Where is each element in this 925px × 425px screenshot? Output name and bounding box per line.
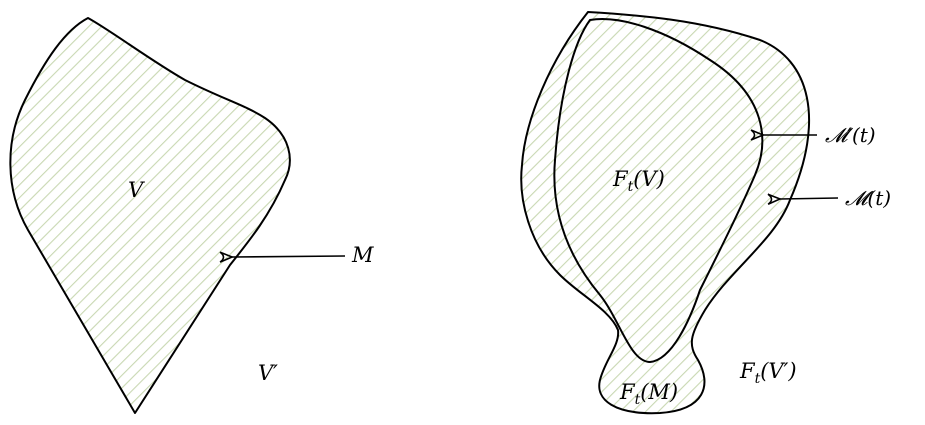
right-figure: Ft(V) Ft(M) Ft(V′) 𝓜′(t) 𝓜(t) (520, 11, 891, 415)
arrow-m (232, 256, 346, 257)
label-m-prime-t: 𝓜′(t) (825, 123, 876, 147)
label-ft-v-prime: Ft(V′) (739, 359, 797, 387)
region-v (9, 17, 291, 414)
region-inner-curve (553, 18, 764, 363)
label-v: V (128, 178, 145, 202)
left-figure: V M V′ (9, 17, 374, 414)
label-v-prime: V′ (258, 361, 278, 385)
arrow-m-t (780, 198, 839, 199)
label-m: M (351, 243, 374, 267)
region-outer (520, 11, 810, 415)
label-ft-m: Ft(M) (619, 380, 678, 408)
label-m-t: 𝓜(t) (845, 186, 891, 210)
label-ft-v: Ft(V) (612, 167, 665, 195)
